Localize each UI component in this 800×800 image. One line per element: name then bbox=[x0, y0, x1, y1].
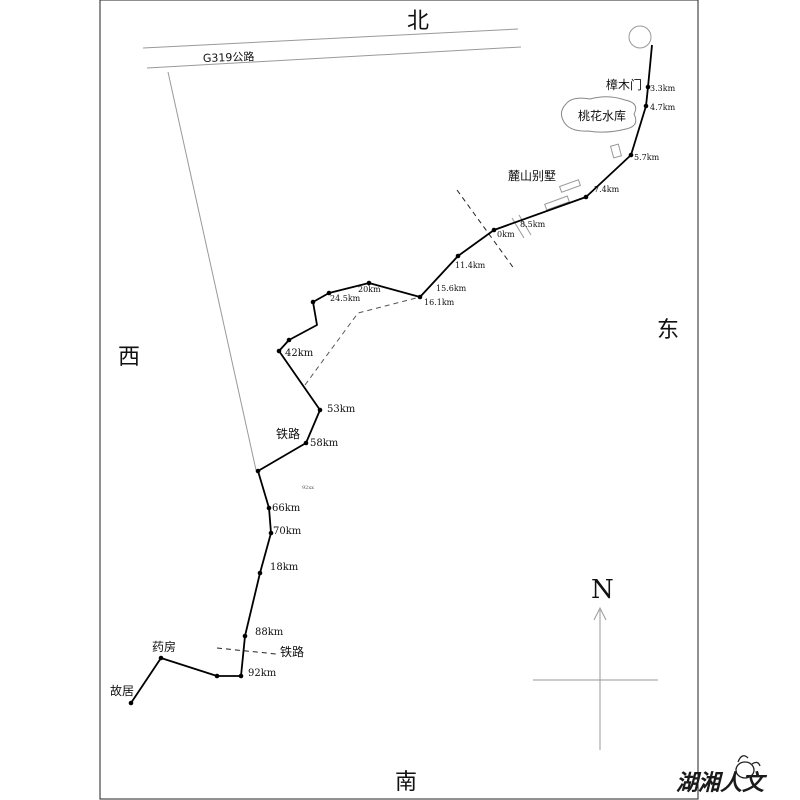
route-point bbox=[238, 673, 244, 679]
main-route bbox=[130, 44, 653, 704]
place-railway-lower: 铁路 bbox=[280, 644, 304, 659]
route-point bbox=[268, 530, 274, 536]
side-road bbox=[167, 71, 257, 471]
route-point bbox=[128, 700, 134, 706]
km-marker: 11.4km bbox=[455, 261, 486, 270]
watermark-logo: 湖湘人文 bbox=[676, 755, 768, 796]
route-point bbox=[366, 280, 372, 286]
km-marker: 5.7km bbox=[634, 153, 660, 162]
km-marker: 15.6km bbox=[436, 284, 467, 293]
route-point bbox=[317, 407, 323, 413]
route-point bbox=[645, 84, 651, 90]
map-frame bbox=[99, 0, 699, 800]
route-point bbox=[310, 299, 316, 305]
km-marker: 8.5km bbox=[520, 220, 546, 229]
route-point bbox=[214, 673, 220, 679]
place-taohua-reservoir: 桃花水库 bbox=[578, 108, 626, 123]
route-point bbox=[583, 194, 589, 200]
compass-north-letter: N bbox=[591, 575, 614, 605]
km-marker: 70km bbox=[273, 526, 302, 537]
place-lushan-villa: 麓山别墅 bbox=[508, 169, 556, 183]
km-marker: 92xx bbox=[302, 485, 314, 491]
route-point bbox=[158, 655, 164, 661]
dashed-crossing bbox=[456, 189, 516, 271]
place-zhangmumen: 樟木门 bbox=[606, 77, 642, 92]
place-pharmacy: 药房 bbox=[152, 639, 176, 654]
route-point bbox=[276, 348, 282, 354]
route-point bbox=[643, 103, 649, 109]
place-railway-upper: 铁路 bbox=[276, 426, 300, 441]
route-point bbox=[286, 337, 292, 343]
km-marker: 58km bbox=[310, 438, 339, 449]
km-marker: 92km bbox=[248, 668, 277, 679]
km-marker: 42km bbox=[285, 348, 314, 359]
km-marker: 18km bbox=[270, 562, 299, 573]
route-point bbox=[491, 227, 497, 233]
watermark-text: 湖湘人文 bbox=[676, 770, 768, 796]
route-point bbox=[266, 505, 272, 511]
km-marker: 20km bbox=[358, 285, 381, 294]
compass-rose bbox=[533, 606, 658, 750]
route-point bbox=[417, 294, 423, 300]
km-marker: 4.7km bbox=[650, 103, 676, 112]
dashed-path bbox=[304, 296, 421, 386]
route-point bbox=[303, 440, 309, 446]
direction-north: 北 bbox=[407, 9, 429, 34]
villa-buildings bbox=[511, 143, 623, 239]
km-marker: 3.3km bbox=[650, 84, 676, 93]
km-marker: 24.5km bbox=[330, 294, 361, 303]
km-marker: 66km bbox=[272, 503, 301, 514]
railway-lower-line bbox=[216, 647, 277, 655]
route-points bbox=[128, 84, 651, 706]
route-point bbox=[255, 468, 261, 474]
km-marker: 7.4km bbox=[594, 185, 620, 194]
direction-west: 西 bbox=[118, 345, 140, 370]
road-label-g319: G319公路 bbox=[203, 50, 255, 65]
reservoir-shape bbox=[560, 96, 637, 133]
route-point bbox=[257, 570, 263, 576]
direction-south: 南 bbox=[395, 770, 417, 795]
km-marker: 53km bbox=[327, 404, 356, 415]
place-former-residence: 故居 bbox=[110, 683, 134, 698]
km-marker: 0km bbox=[497, 230, 515, 239]
direction-east: 东 bbox=[657, 318, 679, 343]
km-marker: 88km bbox=[255, 627, 284, 638]
route-point bbox=[242, 633, 248, 639]
route-point bbox=[628, 152, 634, 158]
km-marker: 16.1km bbox=[424, 298, 455, 307]
start-circle bbox=[628, 25, 652, 49]
route-point bbox=[326, 290, 332, 296]
highway-g319 bbox=[142, 28, 522, 69]
route-point bbox=[455, 253, 461, 259]
